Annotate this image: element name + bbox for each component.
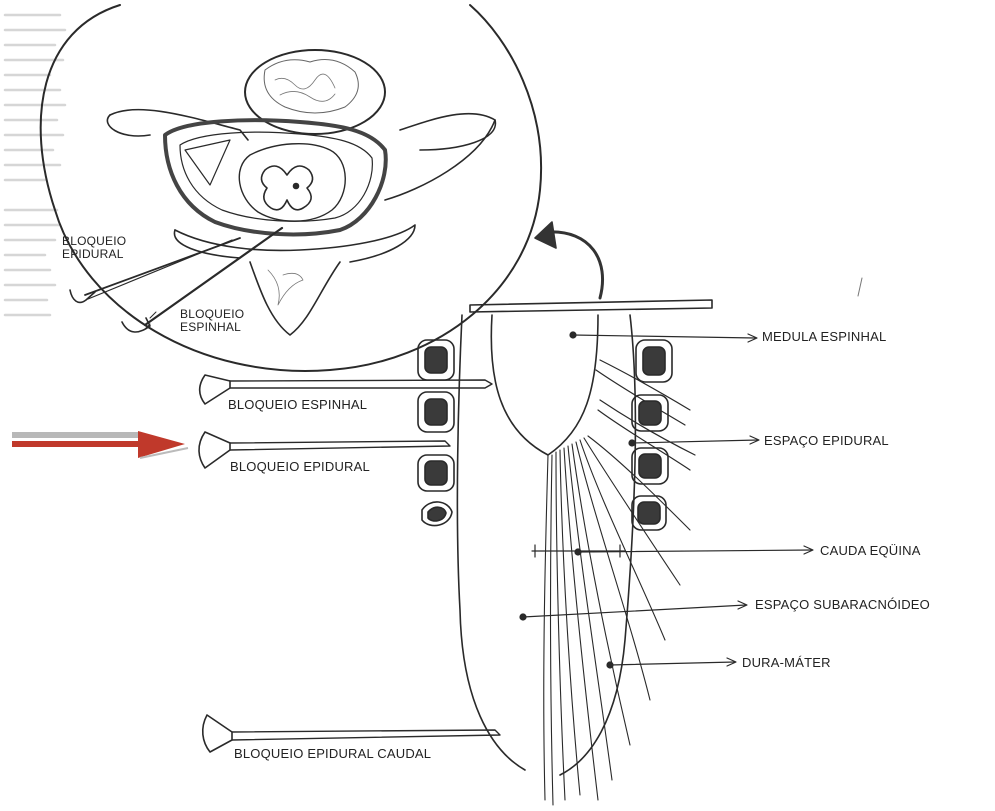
epidural-space-label: ESPAÇO EPIDURAL (764, 433, 889, 448)
highlight-arrow (12, 431, 188, 458)
vertebrae-right (632, 340, 672, 530)
dura-mater-label: DURA-MÁTER (742, 655, 831, 670)
vertebrae-left (418, 340, 454, 526)
inset-epidural-label: BLOQUEIO EPIDURAL (62, 235, 172, 261)
leader-lines (520, 332, 813, 668)
inset-epidural-line2: EPIDURAL (62, 248, 172, 261)
epidural-block-label: BLOQUEIO EPIDURAL (230, 459, 370, 474)
spinal-block-label: BLOQUEIO ESPINHAL (228, 397, 367, 412)
caudal-block-label: BLOQUEIO EPIDURAL CAUDAL (234, 746, 431, 761)
cross-section-inset (41, 5, 541, 371)
subarachnoid-space-label: ESPAÇO SUBARACNÓIDEO (755, 597, 930, 612)
cauda-equina-label: CAUDA EQÜINA (820, 543, 921, 558)
inset-spinal-label: BLOQUEIO ESPINHAL (180, 308, 290, 334)
inset-spinal-line2: ESPINHAL (180, 321, 290, 334)
scan-artifact-text (5, 15, 65, 315)
medula-label: MEDULA ESPINHAL (762, 329, 886, 344)
dural-sac (457, 315, 695, 805)
inset-pointer-arrow (548, 232, 603, 298)
